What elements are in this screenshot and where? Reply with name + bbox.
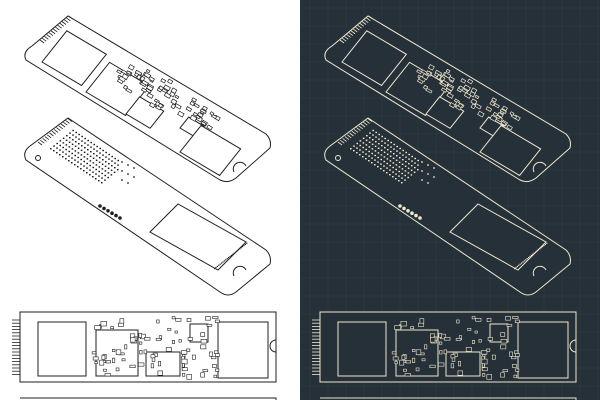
smd-components (116, 64, 221, 131)
nand-flash-chip (479, 124, 542, 177)
dark-panel-drawing (300, 0, 600, 400)
nand-flash-chip (179, 124, 242, 177)
controller-chip (425, 96, 465, 129)
thermal-pad (149, 203, 247, 271)
half-moon-notch-icon (532, 265, 547, 277)
controller-chip (489, 323, 509, 343)
nand-flash-chip (517, 321, 569, 379)
isometric-bottom-board (324, 117, 571, 296)
nand-flash-chip (37, 321, 87, 377)
half-moon-notch-icon (532, 161, 547, 173)
nand-flash-chip (341, 30, 408, 87)
flat-top-board (12, 311, 277, 383)
flat-bottom-board-partial (20, 397, 277, 400)
controller-chip (189, 323, 209, 343)
half-moon-notch-icon (232, 265, 247, 277)
contact-pad-array (50, 129, 119, 184)
flat-bottom-board-partial (320, 397, 577, 400)
dark-theme-panel (300, 0, 600, 400)
flat-top-board (312, 311, 577, 383)
nand-flash-chip (41, 30, 108, 87)
thermal-pad (449, 203, 547, 271)
controller-chip (125, 96, 165, 129)
edge-connector-icon (337, 118, 373, 146)
edge-connector-icon (39, 15, 73, 44)
edge-connector-icon (339, 15, 373, 44)
isometric-top-board (24, 15, 271, 183)
smd-components (91, 316, 220, 380)
half-moon-notch-icon (269, 339, 277, 353)
half-moon-notch-icon (569, 339, 577, 353)
edge-connector-icon (12, 319, 20, 375)
smd-components (391, 316, 520, 380)
light-theme-panel (12, 15, 277, 400)
half-moon-notch-icon (232, 161, 247, 173)
contact-pad-array (350, 129, 419, 184)
edge-connector-icon (37, 118, 73, 146)
isometric-bottom-board (24, 117, 271, 296)
nand-flash-chip (217, 321, 269, 379)
mount-hole (35, 155, 41, 161)
pad-edge-dots (514, 242, 548, 270)
test-points (98, 161, 135, 220)
test-points (398, 161, 435, 220)
pad-edge-dots (214, 242, 248, 270)
smd-components (416, 64, 521, 131)
edge-connector-icon (312, 319, 320, 375)
nand-flash-chip (337, 321, 387, 377)
isometric-top-board (324, 15, 571, 183)
mount-hole (335, 155, 341, 161)
light-panel-drawing (12, 15, 277, 400)
